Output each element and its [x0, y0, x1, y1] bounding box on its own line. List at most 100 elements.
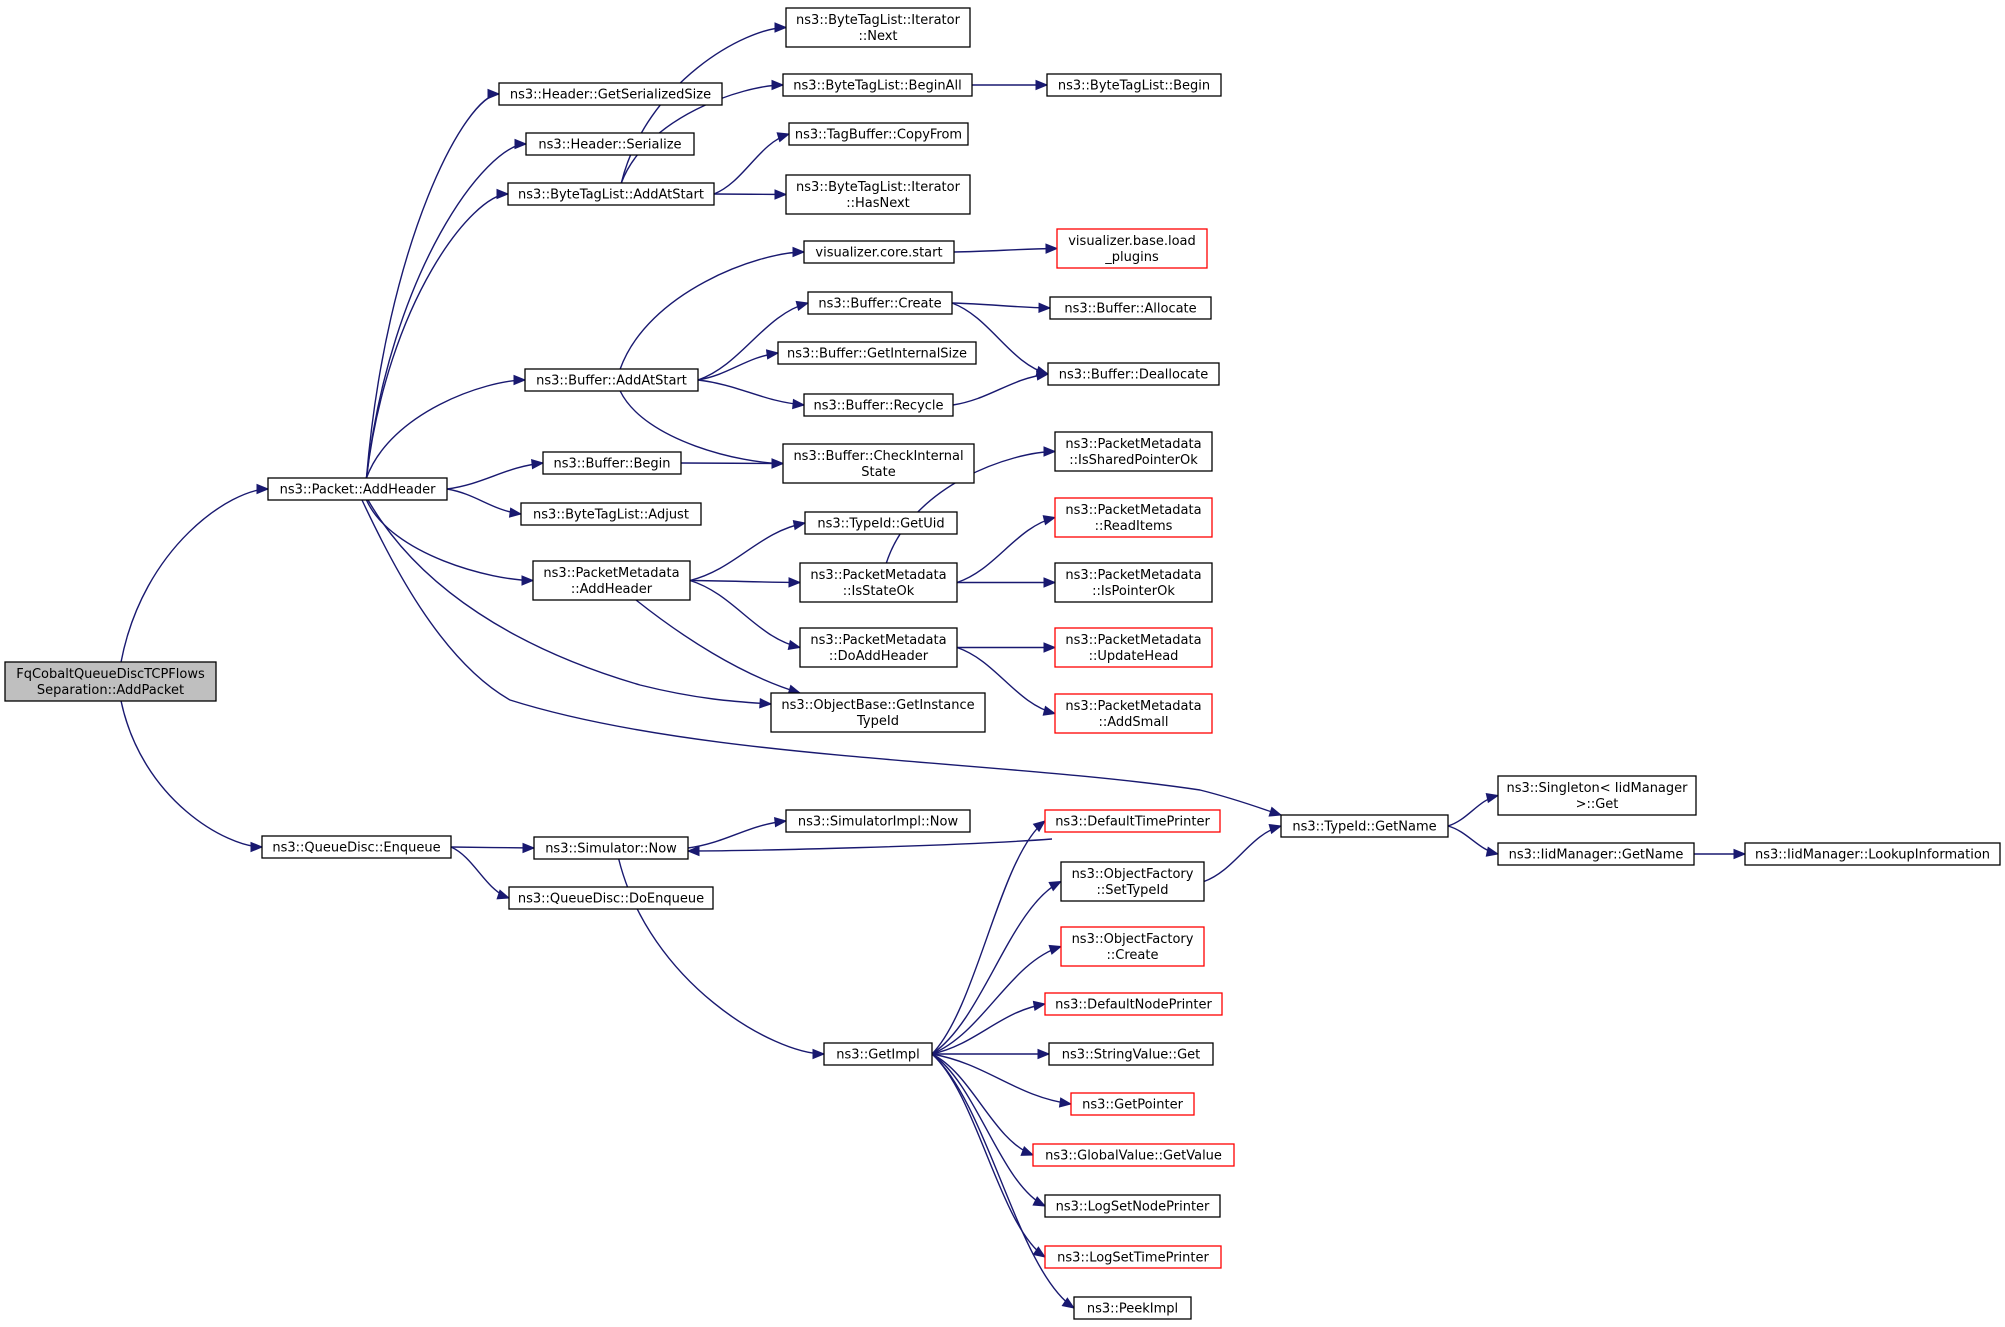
node-pkt-addheader[interactable]: ns3::Packet::AddHeader	[267, 477, 448, 501]
node-box	[785, 809, 971, 833]
node-qd-enqueue[interactable]: ns3::QueueDisc::Enqueue	[261, 835, 452, 859]
node-label: ns3::ByteTagList::Iterator	[796, 180, 961, 195]
call-graph-edges	[120, 22, 1747, 1309]
node-box	[4, 661, 217, 702]
node-buf-create[interactable]: ns3::Buffer::Create	[807, 291, 953, 315]
node-box	[1497, 842, 1695, 866]
node-box	[507, 182, 715, 206]
edge-btl-addatstart-to-tagbuf-copyfrom	[713, 132, 791, 195]
node-box	[1044, 992, 1223, 1016]
node-typeid-getuid[interactable]: ns3::TypeId::GetUid	[804, 511, 958, 535]
node-label: ::ReadItems	[1095, 519, 1173, 534]
node-buf-deallocate[interactable]: ns3::Buffer::Deallocate	[1047, 362, 1220, 386]
node-typeid-getname[interactable]: ns3::TypeId::GetName	[1280, 814, 1449, 838]
node-label: ns3::PeekImpl	[1087, 1302, 1178, 1317]
node-box	[1056, 228, 1208, 269]
node-box	[782, 443, 975, 484]
node-stringvalue-get[interactable]: ns3::StringValue::Get	[1048, 1042, 1214, 1066]
node-buf-addatstart[interactable]: ns3::Buffer::AddAtStart	[524, 368, 699, 392]
node-label: ::DoAddHeader	[829, 649, 929, 664]
node-btl-addatstart[interactable]: ns3::ByteTagList::AddAtStart	[507, 182, 715, 206]
node-label: ns3::ObjectFactory	[1072, 867, 1194, 882]
node-default-time-printer[interactable]: ns3::DefaultTimePrinter	[1044, 809, 1221, 833]
node-pm-doaddheader[interactable]: ns3::PacketMetadata::DoAddHeader	[799, 627, 958, 668]
node-label: ns3::Buffer::Recycle	[813, 399, 943, 414]
node-pm-addsmall[interactable]: ns3::PacketMetadata::AddSmall	[1054, 693, 1213, 734]
node-root[interactable]: FqCobaltQueueDiscTCPFlowsSeparation::Add…	[4, 661, 217, 702]
edge-pm-doaddheader-to-pm-addsmall	[956, 646, 1057, 716]
node-pm-addheader[interactable]: ns3::PacketMetadata::AddHeader	[532, 560, 691, 601]
node-qd-doenqueue[interactable]: ns3::QueueDisc::DoEnqueue	[508, 886, 714, 910]
node-label: ns3::PacketMetadata	[810, 633, 946, 648]
edge-pkt-addheader-to-btl-adjust	[446, 488, 523, 518]
node-label: ns3::Buffer::Deallocate	[1059, 368, 1208, 383]
node-label: ns3::Simulator::Now	[545, 842, 677, 857]
node-log-settimeprinter[interactable]: ns3::LogSetTimePrinter	[1044, 1245, 1222, 1269]
node-singleton-get[interactable]: ns3::Singleton< IidManager>::Get	[1497, 775, 1697, 816]
node-label: ns3::Buffer::Allocate	[1064, 302, 1196, 317]
node-btl-begin[interactable]: ns3::ByteTagList::Begin	[1046, 73, 1222, 97]
node-label: ns3::Header::Serialize	[538, 138, 681, 153]
edge-pkt-addheader-to-hdr-getsersize	[365, 88, 501, 479]
node-buf-allocate[interactable]: ns3::Buffer::Allocate	[1049, 296, 1212, 320]
node-btl-beginall[interactable]: ns3::ByteTagList::BeginAll	[782, 73, 973, 97]
node-simimpl-now[interactable]: ns3::SimulatorImpl::Now	[785, 809, 971, 833]
node-btl-it-next[interactable]: ns3::ByteTagList::Iterator::Next	[785, 7, 971, 48]
node-of-settypeid[interactable]: ns3::ObjectFactory::SetTypeId	[1060, 861, 1205, 902]
node-of-create[interactable]: ns3::ObjectFactory::Create	[1060, 926, 1205, 967]
node-iid-lookup[interactable]: ns3::IidManager::LookupInformation	[1744, 842, 2001, 866]
node-getimpl[interactable]: ns3::GetImpl	[823, 1042, 933, 1066]
node-box	[1497, 775, 1697, 816]
node-btl-it-hasnext[interactable]: ns3::ByteTagList::Iterator::HasNext	[785, 174, 971, 215]
edge-buf-begin-to-buf-checkinternal	[680, 458, 785, 469]
node-pm-readitems[interactable]: ns3::PacketMetadata::ReadItems	[1054, 497, 1213, 538]
edge-iid-getname-to-iid-lookup	[1694, 848, 1747, 860]
node-label: visualizer.base.load	[1068, 234, 1196, 249]
node-hdr-getsersize[interactable]: ns3::Header::GetSerializedSize	[498, 82, 723, 106]
node-box	[1044, 1245, 1222, 1269]
edge-btl-addatstart-to-btl-beginall	[620, 79, 785, 184]
node-buf-begin[interactable]: ns3::Buffer::Begin	[542, 451, 682, 475]
node-box	[807, 291, 953, 315]
node-vis-base-load[interactable]: visualizer.base.load_plugins	[1056, 228, 1208, 269]
node-vis-core-start[interactable]: visualizer.core.start	[803, 240, 955, 264]
node-box	[804, 511, 958, 535]
node-peekimpl[interactable]: ns3::PeekImpl	[1073, 1296, 1192, 1320]
node-label: ns3::SimulatorImpl::Now	[798, 815, 959, 830]
node-box	[261, 835, 452, 859]
node-sim-now[interactable]: ns3::Simulator::Now	[533, 836, 689, 860]
node-box	[1280, 814, 1449, 838]
node-btl-adjust[interactable]: ns3::ByteTagList::Adjust	[520, 502, 702, 526]
node-label: ns3::Buffer::Create	[818, 297, 941, 312]
edge-pkt-addheader-to-buf-begin	[446, 458, 545, 490]
node-label: ::IsPointerOk	[1092, 584, 1175, 599]
node-default-node-printer[interactable]: ns3::DefaultNodePrinter	[1044, 992, 1223, 1016]
node-iid-getname[interactable]: ns3::IidManager::GetName	[1497, 842, 1695, 866]
edge-getimpl-to-of-settypeid	[931, 880, 1063, 1055]
node-box	[542, 451, 682, 475]
node-hdr-serialize[interactable]: ns3::Header::Serialize	[525, 132, 695, 156]
node-pm-issharedpointerok[interactable]: ns3::PacketMetadata::IsSharedPointerOk	[1054, 431, 1213, 472]
node-log-setnodeprinter[interactable]: ns3::LogSetNodePrinter	[1044, 1194, 1221, 1218]
edge-pkt-addheader-to-buf-addatstart	[365, 374, 527, 479]
node-gv-getvalue[interactable]: ns3::GlobalValue::GetValue	[1032, 1143, 1235, 1167]
node-label: ns3::TypeId::GetName	[1292, 820, 1436, 835]
node-buf-getinternalsize[interactable]: ns3::Buffer::GetInternalSize	[777, 341, 977, 365]
node-box	[803, 393, 954, 417]
node-getpointer[interactable]: ns3::GetPointer	[1070, 1092, 1195, 1116]
node-pm-ispointerok[interactable]: ns3::PacketMetadata::IsPointerOk	[1054, 562, 1213, 603]
node-pm-isstateok[interactable]: ns3::PacketMetadata::IsStateOk	[799, 562, 958, 603]
node-box	[1047, 362, 1220, 386]
node-label: ns3::PacketMetadata	[1065, 699, 1201, 714]
node-label: ::IsSharedPointerOk	[1069, 453, 1198, 468]
node-tagbuf-copyfrom[interactable]: ns3::TagBuffer::CopyFrom	[788, 122, 969, 146]
edge-qd-enqueue-to-sim-now	[450, 842, 536, 854]
node-label: ns3::ByteTagList::Begin	[1058, 79, 1210, 94]
node-label: ns3::QueueDisc::DoEnqueue	[518, 892, 704, 907]
node-label: ns3::PacketMetadata	[1065, 568, 1201, 583]
node-label: ::AddSmall	[1098, 715, 1168, 730]
node-pm-updatehead[interactable]: ns3::PacketMetadata::UpdateHead	[1054, 627, 1213, 668]
node-buf-recycle[interactable]: ns3::Buffer::Recycle	[803, 393, 954, 417]
